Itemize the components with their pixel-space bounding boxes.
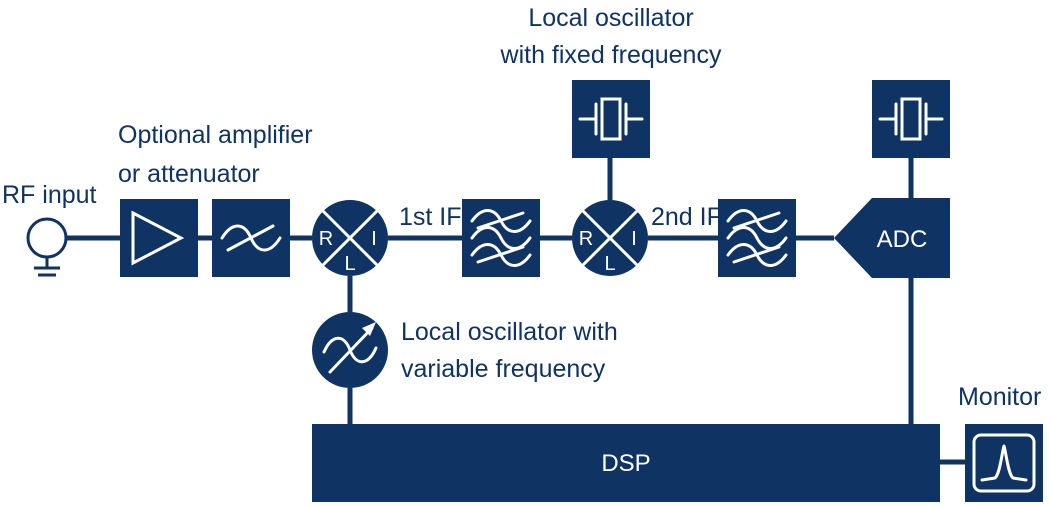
dsp-block: DSP [312,424,940,502]
rf-input-label: RF input [2,181,97,209]
amplifier-label-line-2: or attenuator [118,160,260,188]
mixer-1-port-r: R [319,228,333,250]
adc-block: ADC [834,198,950,278]
connection-wires [67,158,965,465]
fixed-lo-label-line-2: with fixed frequency [500,41,722,69]
second-if-label: 2nd IF [651,203,722,231]
amplifier-block [120,199,198,277]
filter-block-2 [462,199,540,277]
adc-label: ADC [877,226,928,253]
monitor-label: Monitor [958,383,1041,411]
bandpass-filter-icon [470,209,532,267]
fixed-lo-label-line-1: Local oscillator [528,4,693,32]
monitor-block [965,424,1043,502]
fixed-local-oscillator [572,80,650,158]
adc-clock-oscillator [872,80,950,158]
spectrum-peak-icon [980,444,1028,482]
crystal-oscillator-icon [578,97,644,141]
variable-lo-label-line-2: variable frequency [401,355,606,383]
mixer-1-port-i: I [371,228,377,250]
mixer-2-port-r: R [579,228,593,250]
mixer-2: R I L [572,200,648,276]
variable-local-oscillator [312,312,388,388]
variable-oscillator-icon [322,322,378,374]
amplifier-icon [131,210,185,266]
mixer-2-port-l: L [604,253,615,275]
variable-lo-label-line-1: Local oscillator with [401,318,618,346]
bandpass-filter-icon [726,209,788,267]
filter-block-3 [718,199,796,277]
dsp-label: DSP [601,450,650,477]
rf-input-connector-icon [26,217,68,277]
mixer-1: R I L [312,200,388,276]
lowpass-filter-icon [220,224,282,252]
first-if-label: 1st IF [399,203,462,231]
amplifier-label-line-1: Optional amplifier [118,121,313,149]
crystal-oscillator-icon [878,97,944,141]
mixer-2-port-i: I [631,228,637,250]
mixer-1-port-l: L [344,253,355,275]
filter-block-1 [212,199,290,277]
